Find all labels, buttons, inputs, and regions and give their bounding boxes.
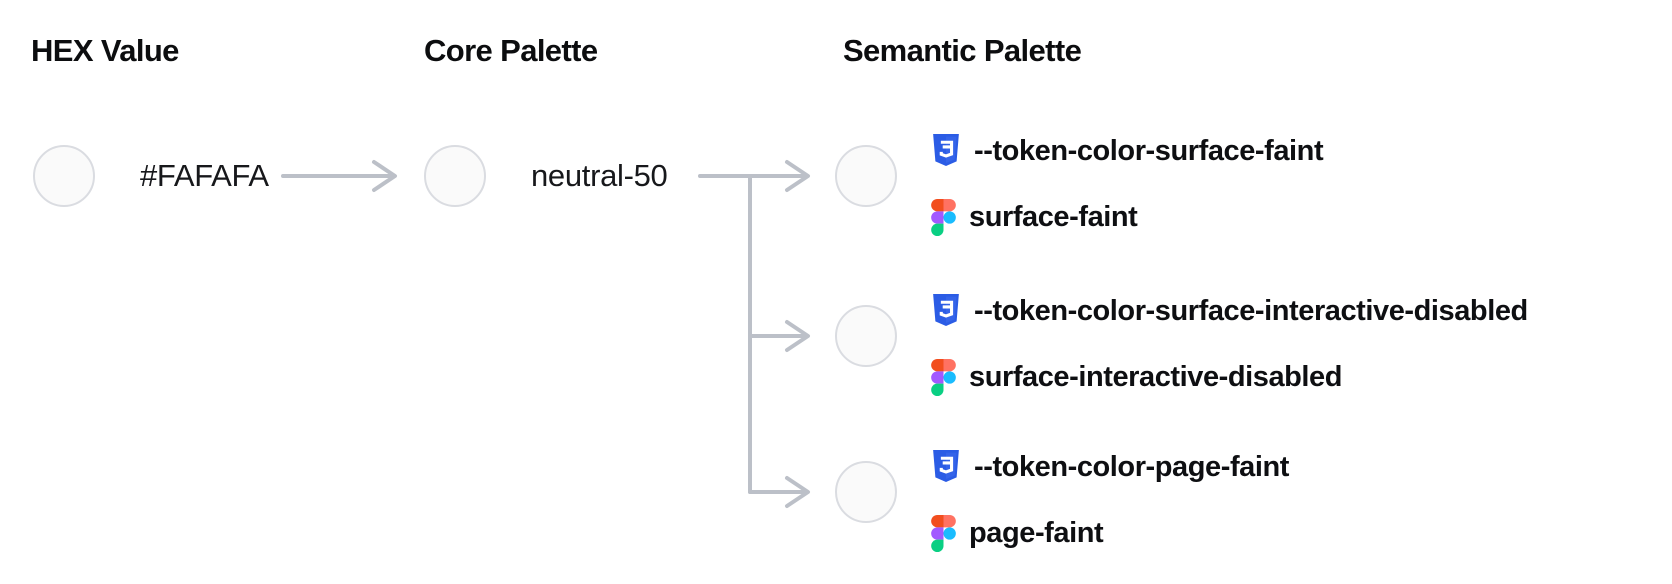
semantic-color-swatch — [835, 461, 897, 523]
semantic-color-swatch — [835, 145, 897, 207]
semantic-color-swatch — [835, 305, 897, 367]
figma-logo-icon — [931, 514, 956, 552]
figma-token-name: surface-interactive-disabled — [969, 360, 1343, 393]
core-palette-node: neutral-50 — [424, 145, 668, 207]
semantic-token-row: --token-color-surface-interactive-disabl… — [835, 274, 1528, 398]
css-token-name: --token-color-surface-faint — [974, 134, 1324, 167]
css-token-line: --token-color-surface-interactive-disabl… — [931, 292, 1528, 331]
css3-shield-icon — [933, 294, 959, 326]
semantic-token-row: --token-color-page-faint page-faint — [835, 430, 1289, 554]
semantic-token-row: --token-color-surface-faint surface-fain… — [835, 114, 1324, 238]
branch-connector-core-to-semantic — [698, 160, 810, 508]
hex-value-node: #FAFAFA — [33, 145, 269, 207]
figma-token-line: surface-interactive-disabled — [931, 358, 1528, 397]
core-color-swatch — [424, 145, 486, 207]
figma-token-name: surface-faint — [969, 200, 1138, 233]
hex-color-swatch — [33, 145, 95, 207]
css-token-name: --token-color-page-faint — [974, 450, 1289, 483]
semantic-palette-column-header: Semantic Palette — [843, 33, 1082, 68]
css3-shield-icon — [933, 450, 959, 482]
core-palette-label: neutral-50 — [531, 158, 668, 193]
figma-token-name: page-faint — [969, 516, 1104, 549]
css-token-line: --token-color-surface-faint — [931, 132, 1324, 171]
css-token-line: --token-color-page-faint — [931, 448, 1289, 487]
css-token-name: --token-color-surface-interactive-disabl… — [974, 294, 1528, 327]
css3-shield-icon — [933, 134, 959, 166]
arrow-hex-to-core — [281, 160, 397, 192]
figma-token-line: surface-faint — [931, 198, 1323, 237]
hex-value-label: #FAFAFA — [140, 158, 269, 193]
hex-value-column-header: HEX Value — [31, 33, 179, 68]
figma-logo-icon — [931, 198, 956, 236]
figma-token-line: page-faint — [931, 514, 1289, 553]
core-palette-column-header: Core Palette — [424, 33, 598, 68]
figma-logo-icon — [931, 358, 956, 396]
